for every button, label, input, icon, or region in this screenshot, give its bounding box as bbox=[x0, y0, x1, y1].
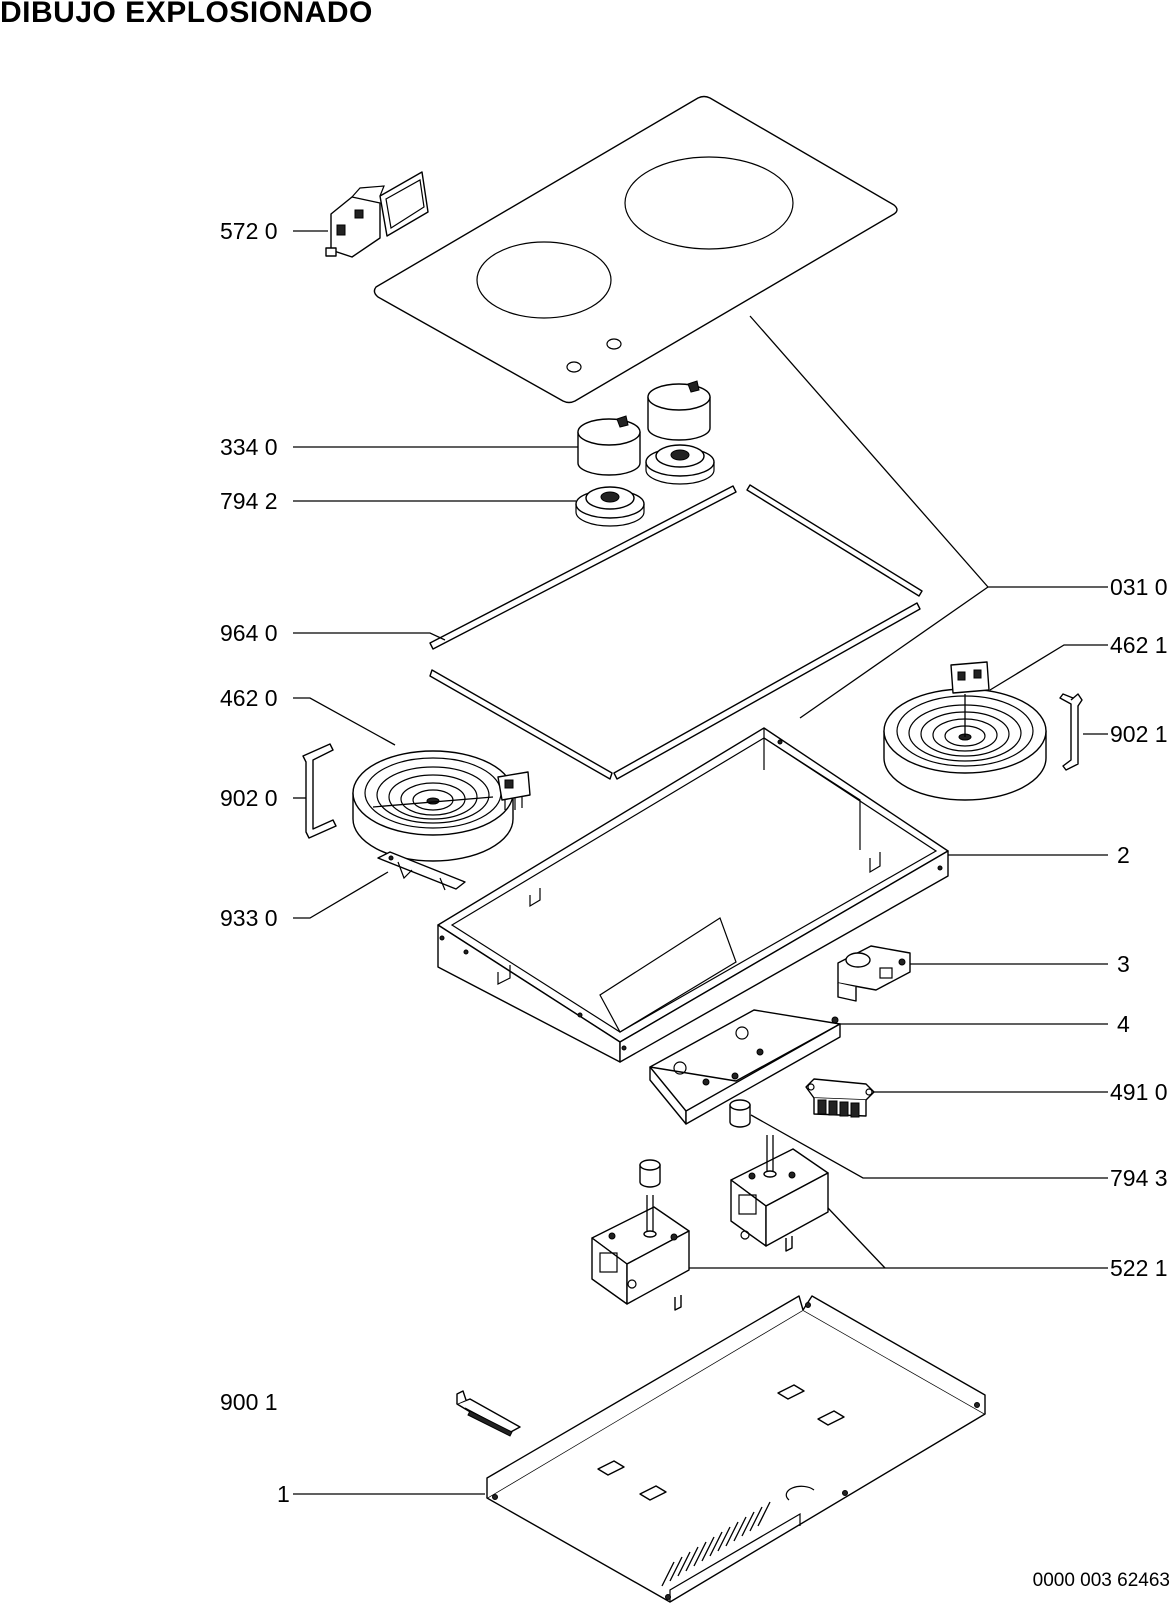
label-572-0: 572 0 bbox=[220, 218, 278, 244]
label-3: 3 bbox=[1117, 951, 1130, 977]
energy-regulators bbox=[591, 1099, 829, 1311]
label-794-3: 794 3 bbox=[1110, 1165, 1168, 1191]
part-labels: 572 0 334 0 794 2 964 0 462 0 902 0 933 … bbox=[220, 218, 1168, 1507]
label-1: 1 bbox=[277, 1481, 290, 1507]
control-knobs bbox=[577, 380, 711, 476]
radiant-heater-right bbox=[883, 661, 1047, 801]
label-4: 4 bbox=[1117, 1011, 1130, 1037]
terminal-block bbox=[837, 945, 911, 1002]
label-902-0: 902 0 bbox=[220, 785, 278, 811]
bottom-cover bbox=[486, 1295, 986, 1603]
ventilation-slots bbox=[661, 1501, 771, 1587]
glass-ceramic-top bbox=[373, 95, 898, 404]
label-933-0: 933 0 bbox=[220, 905, 278, 931]
label-900-1: 900 1 bbox=[220, 1389, 278, 1415]
label-462-1: 462 1 bbox=[1110, 632, 1168, 658]
radiant-heater-left bbox=[352, 750, 531, 862]
label-794-2: 794 2 bbox=[220, 488, 278, 514]
knob-bearings bbox=[575, 444, 715, 527]
document-number: 0000 003 62463 bbox=[1032, 1570, 1170, 1591]
housing-frame bbox=[437, 727, 949, 1063]
label-902-1: 902 1 bbox=[1110, 721, 1168, 747]
spring-clip bbox=[377, 851, 466, 891]
label-964-0: 964 0 bbox=[220, 620, 278, 646]
electronic-module bbox=[325, 171, 429, 258]
mounting-plate bbox=[649, 1009, 841, 1125]
label-334-0: 334 0 bbox=[220, 434, 278, 460]
label-522-1: 522 1 bbox=[1110, 1255, 1168, 1281]
page-title: DIBUJO EXPLOSIONADO bbox=[0, 0, 373, 29]
label-031-0: 031 0 bbox=[1110, 574, 1168, 600]
label-462-0: 462 0 bbox=[220, 685, 278, 711]
bracket-left bbox=[302, 743, 337, 839]
cable-clamp bbox=[456, 1390, 521, 1437]
label-491-0: 491 0 bbox=[1110, 1079, 1168, 1105]
leader-lines bbox=[293, 230, 1108, 1495]
mains-terminal bbox=[805, 1078, 875, 1118]
bracket-right bbox=[1059, 693, 1083, 771]
gasket-strips bbox=[429, 484, 923, 780]
label-2: 2 bbox=[1117, 842, 1130, 868]
